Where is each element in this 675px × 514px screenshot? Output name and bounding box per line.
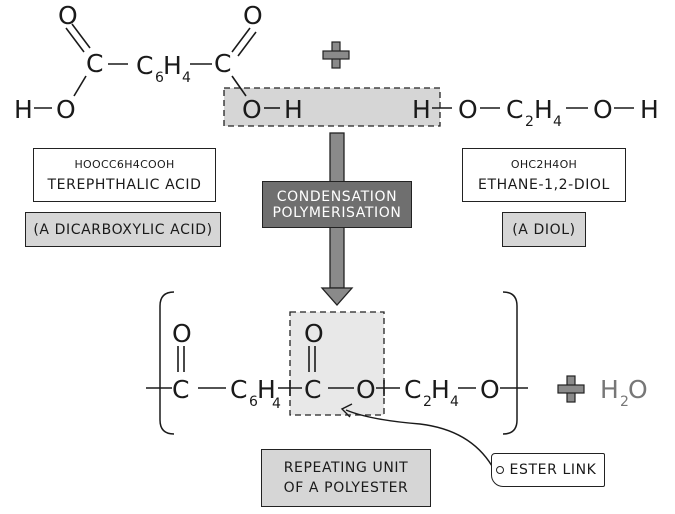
acid-c6-carbon: C (136, 51, 153, 80)
diol-class-box: (A DIOL) (502, 212, 586, 247)
polymer-oxygen-ester-top: O (304, 319, 324, 348)
polymer-left-bracket (159, 291, 175, 435)
polymer-oxygen-right: O (480, 375, 500, 404)
acid-oxygen-left: O (56, 95, 76, 124)
diol-subscript-4: 4 (553, 114, 562, 130)
diol-h4-hydrogen: H (534, 95, 553, 124)
diol-formula: OHC2H4OH (510, 157, 578, 171)
ester-link-pointer (345, 409, 493, 467)
ester-link-arrowhead-icon (340, 403, 353, 418)
acid-carbon-left: C (86, 49, 103, 78)
diol-hydrogen-right: H (640, 95, 659, 124)
polymer-carbon-left: C (172, 375, 189, 404)
polymer-subscript-2: 2 (423, 394, 432, 410)
terephthalic-acid-structure (34, 23, 257, 109)
diol-name-box: OHC2H4OH ETHANE-1,2-DIOL (462, 148, 626, 202)
water-o: O (628, 375, 648, 404)
acid-subscript-4: 4 (182, 70, 191, 86)
acid-subscript-6: 6 (155, 70, 164, 86)
repeating-unit-line-2: OF A POLYESTER (283, 480, 409, 496)
polymer-subscript-4b: 4 (450, 394, 459, 410)
diol-oxygen-left: O (458, 95, 478, 124)
polymer-c2-carbon: C (404, 375, 421, 404)
polymer-c6-carbon: C (230, 375, 247, 404)
diol-c2-carbon: C (506, 95, 523, 124)
polymer-oxygen-ester: O (356, 375, 376, 404)
acid-class: (A DICARBOXYLIC ACID) (33, 221, 213, 238)
acid-formula: HOOCC6H4COOH (74, 157, 175, 171)
diol-oxygen-right: O (593, 95, 613, 124)
ester-link-highlight (289, 311, 385, 416)
polymer-right-bracket (502, 291, 518, 435)
acid-hydrogen-right: H (284, 95, 303, 124)
water-subscript-2: 2 (620, 394, 629, 410)
ester-link-tag: ESTER LINK (491, 453, 605, 487)
acid-h4-hydrogen: H (163, 51, 182, 80)
diol-name: ETHANE-1,2-DIOL (478, 176, 610, 193)
acid-carbon-right: C (214, 49, 231, 78)
ester-link-label: ESTER LINK (509, 462, 597, 478)
plus-icon-bottom (557, 375, 585, 403)
tag-hole-icon (496, 466, 504, 474)
polymer-carbon-ester: C (304, 375, 321, 404)
polymer-subscript-4: 4 (272, 396, 281, 412)
acid-oxygen-right: O (242, 95, 262, 124)
plus-icon-top (322, 41, 350, 69)
diol-class: (A DIOL) (512, 221, 576, 238)
repeating-unit-line-1: REPEATING UNIT (283, 460, 409, 476)
diol-subscript-2: 2 (525, 114, 534, 130)
acid-oxygen-top-right: O (243, 1, 263, 30)
water-h: H (600, 375, 619, 404)
polymer-oxygen-left: O (172, 319, 192, 348)
polymer-bonds (146, 346, 528, 396)
acid-oxygen-top-left: O (58, 1, 78, 30)
acid-name-box: HOOCC6H4COOH TEREPHTHALIC ACID (33, 148, 216, 202)
polymer-h4-hydrogen: H (257, 375, 276, 404)
polymer-h4-hydrogen-2: H (431, 375, 450, 404)
condensation-highlight (223, 87, 441, 127)
acid-name: TEREPHTHALIC ACID (47, 176, 202, 193)
diol-hydrogen-left: H (412, 95, 431, 124)
condensation-label-box: CONDENSATION POLYMERISATION (262, 181, 412, 228)
acid-class-box: (A DICARBOXYLIC ACID) (25, 212, 221, 247)
repeating-unit-box: REPEATING UNIT OF A POLYESTER (261, 449, 431, 507)
polymer-subscript-6: 6 (249, 394, 258, 410)
condensation-line-1: CONDENSATION (276, 188, 398, 205)
condensation-line-2: POLYMERISATION (272, 204, 402, 221)
acid-hydrogen: H (14, 95, 33, 124)
